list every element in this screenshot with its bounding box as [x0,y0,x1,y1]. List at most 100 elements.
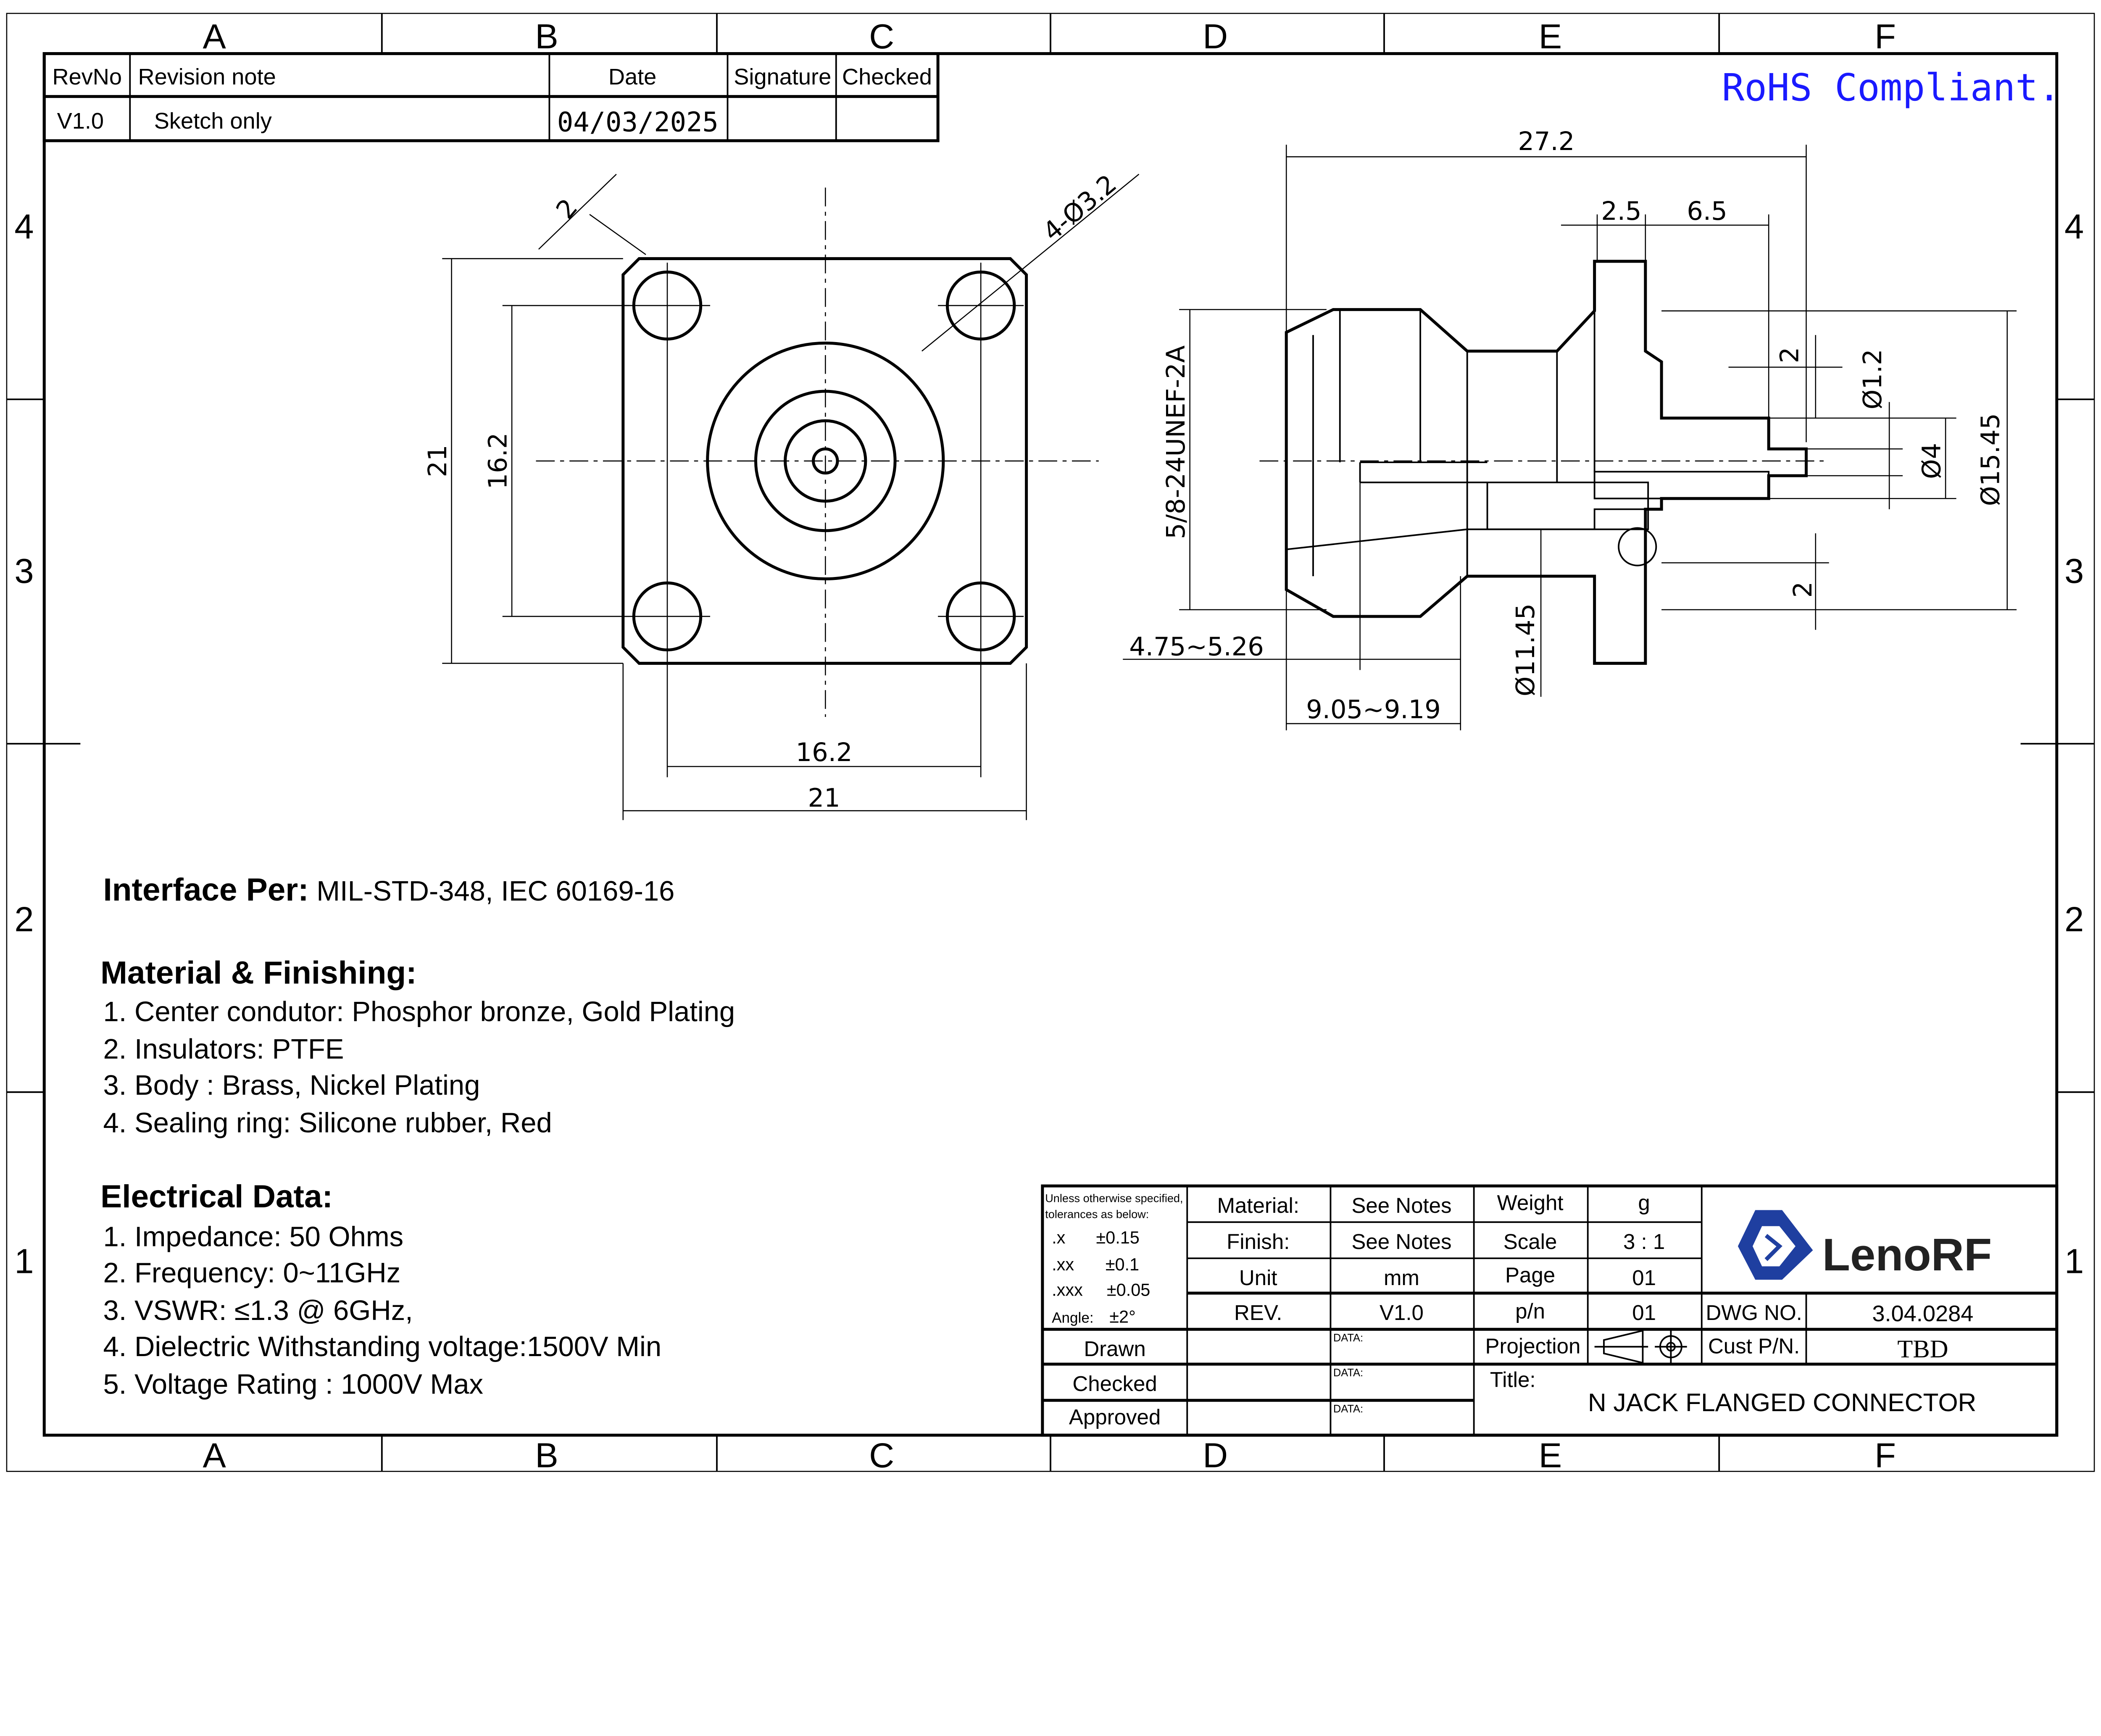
dim-flange-step: 2 [1788,582,1818,598]
dim-pin-len: 6.5 [1687,197,1727,226]
title-value: N JACK FLANGED CONNECTOR [1588,1388,1977,1417]
front-view: 21 16.2 16.2 21 2 4-Ø3.2 [423,169,1140,820]
finish-label: Finish: [1227,1230,1290,1254]
rev-header-note: Revision note [138,64,276,90]
notes: Interface Per: MIL-STD-348, IEC 60169-16… [100,872,735,1400]
tol-value: ±0.1 [1106,1254,1139,1274]
row-label: 2 [14,900,34,939]
tol-label: .x [1052,1228,1066,1247]
electrical-item: 1. Impedance: 50 Ohms [103,1221,404,1253]
page-value: 01 [1632,1266,1656,1290]
rev-header-date: Date [608,64,656,90]
rev-header-revno: RevNo [52,64,122,90]
unit-label: Unit [1239,1266,1277,1290]
checked-label: Checked [1072,1372,1157,1396]
dim-a: 4.75~5.26 [1129,632,1264,661]
row-label: 4 [2064,207,2084,246]
title-block: Unless otherwise specified, tolerances a… [1041,1184,2059,1437]
dim-flange-t: 2.5 [1601,197,1641,226]
first-angle-projection-icon [1594,1330,1687,1364]
column-labels-bottom: A B C D E F [203,1436,1896,1475]
weight-label: Weight [1497,1191,1564,1214]
electrical-heading: Electrical Data: [100,1179,333,1214]
interface-line: Interface Per: MIL-STD-348, IEC 60169-16 [103,872,675,908]
electrical-item: 3. VSWR: ≤1.3 @ 6GHz, [103,1295,413,1326]
material-item: 2. Insulators: PTFE [103,1033,344,1065]
rev-cell-note: Sketch only [154,108,272,134]
revision-table: RevNo Revision note Date Signature Check… [42,52,940,142]
dim-hole-pitch-v: 16.2 [483,432,513,489]
dim-body-dia: Ø15.45 [1976,413,2006,506]
material-label: Material: [1217,1193,1299,1217]
rohs-label: RoHS Compliant. [1722,66,2061,110]
rev-header-checked: Checked [842,64,932,90]
material-item: 1. Center condutor: Phosphor bronze, Gol… [103,996,735,1027]
pn-label: p/n [1515,1299,1545,1323]
row-label: 1 [14,1241,34,1280]
dim-thread: 5/8-24UNEF-2A [1161,345,1191,539]
dim-insulator-dia: Ø4 [1917,443,1946,479]
date-label: DATA: [1333,1367,1363,1379]
cust-value: TBD [1897,1335,1948,1363]
material-item: 3. Body : Brass, Nickel Plating [103,1070,480,1101]
col-label: C [869,17,894,56]
logo-text: LenoRF [1822,1229,1992,1280]
col-label: B [535,1436,558,1475]
rev-value: V1.0 [1380,1301,1424,1325]
drawing-sheet: A B C D E F A B C D E F 4 3 2 1 4 3 2 1 [6,13,2095,1475]
flange-outline [621,257,1028,665]
dim-width: 21 [808,784,840,813]
side-view: 27.2 2.5 6.5 5/8-24UNEF-2A 2 Ø1.2 Ø4 Ø15… [1123,127,2017,730]
col-label: F [1875,1436,1896,1475]
tol-value: ±0.15 [1096,1228,1139,1247]
scale-label: Scale [1503,1230,1557,1254]
col-label: A [203,17,226,56]
dim-height: 21 [423,445,453,477]
pn-value: 01 [1632,1301,1656,1325]
row-label: 3 [14,551,34,590]
col-label: E [1539,17,1562,56]
dwg-label: DWG NO. [1706,1301,1802,1325]
unit-value: mm [1384,1266,1419,1290]
rev-label: REV. [1234,1301,1282,1325]
dim-gap: 2 [1775,347,1804,364]
electrical-item: 2. Frequency: 0~11GHz [103,1257,401,1289]
rev-cell-date: 04/03/2025 [557,107,719,138]
tol-value: ±0.05 [1107,1280,1150,1300]
page-label: Page [1505,1263,1555,1287]
electrical-item: 4. Dielectric Withstanding voltage:1500V… [103,1331,662,1362]
col-label: E [1539,1436,1562,1475]
date-label: DATA: [1333,1403,1363,1415]
tol-value: ±2° [1109,1307,1135,1326]
dim-length: 27.2 [1518,127,1574,156]
lenorf-logo: LenoRF [1738,1210,1992,1280]
weight-value: g [1638,1191,1650,1214]
projection-label: Projection [1485,1334,1581,1358]
tol-label: .xxx [1052,1280,1083,1300]
tol-label: .xx [1052,1254,1074,1274]
scale-value: 3 : 1 [1623,1230,1665,1254]
approved-label: Approved [1069,1405,1161,1429]
row-label: 3 [2064,551,2084,590]
dim-dia-b: Ø11.45 [1511,603,1540,696]
row-label: 1 [2064,1241,2084,1280]
cust-label: Cust P/N. [1708,1334,1800,1358]
material-value: See Notes [1351,1193,1451,1217]
finish-value: See Notes [1351,1230,1451,1254]
col-label: D [1203,17,1228,56]
dim-holes: 4-Ø3.2 [1037,169,1122,247]
col-label: B [535,17,558,56]
tolerance-title: Unless otherwise specified, [1045,1191,1183,1204]
dim-pin-dia: Ø1.2 [1858,349,1888,409]
row-labels: 4 3 2 1 4 3 2 1 [14,207,2084,1281]
col-label: C [869,1436,894,1475]
title-label: Title: [1490,1367,1536,1391]
electrical-item: 5. Voltage Rating : 1000V Max [103,1368,483,1400]
date-label: DATA: [1333,1332,1363,1344]
dim-b: 9.05~9.19 [1306,695,1441,724]
rev-header-signature: Signature [734,64,831,90]
dim-chamfer: 2 [550,193,583,225]
dwg-value: 3.04.0284 [1872,1301,1973,1326]
material-heading: Material & Finishing: [100,955,416,991]
col-label: D [1203,1436,1228,1475]
